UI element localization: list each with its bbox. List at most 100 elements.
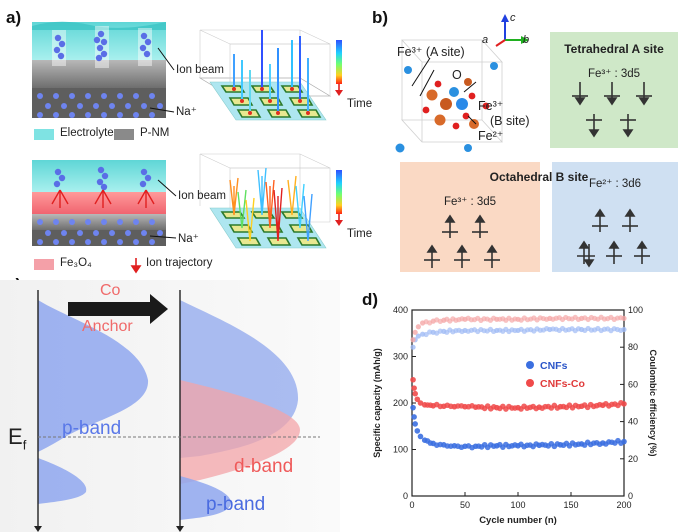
y-tick-label: 400 [393, 305, 408, 315]
ion-beam-label-top: Ion beam [176, 64, 224, 76]
left-p-band-shape [38, 300, 149, 452]
octahedral-site-panel: Octahedral B site [400, 162, 678, 272]
tetrahedral-box [550, 32, 678, 148]
bottom-time-colorbar [336, 170, 342, 214]
data-point [621, 315, 627, 321]
axis-b-label: b [523, 34, 530, 46]
data-point [417, 400, 424, 406]
top-callout-arrows [149, 47, 175, 113]
fermi-subscript: f [22, 437, 27, 453]
fe2-label: Fe²⁺ [478, 129, 504, 143]
panel-b-label: b) [372, 8, 389, 27]
atoms [395, 62, 498, 153]
data-point [410, 344, 416, 350]
bottom-callout-arrows [149, 179, 177, 239]
data-point [410, 404, 416, 411]
data-point [412, 329, 418, 335]
left-p-band-label: p-band [62, 418, 122, 439]
octahedral-b-title: Octahedral B site [489, 170, 589, 184]
y2-tick-label: 60 [628, 379, 638, 389]
bottom-3d-simulation-plot [199, 153, 331, 249]
na-ion-label-top: Na⁺ [176, 106, 197, 118]
data-point [621, 401, 627, 407]
top-time-arrow-icon [335, 84, 343, 96]
y2-tick-label: 100 [628, 305, 643, 315]
legend-electrolyte-label: Electrolyte [60, 127, 114, 139]
legend-electrolyte-swatch [34, 129, 54, 140]
bottom-ion-clusters [53, 166, 152, 191]
panel-a-figure [32, 21, 343, 274]
y2-tick-label: 20 [628, 454, 638, 464]
legend-fe3o4-swatch [34, 259, 54, 270]
legend-trajectory-arrow-icon [130, 258, 142, 274]
legend-marker-CNFs [526, 361, 534, 369]
co-anchor-arrow-icon [68, 294, 168, 324]
data-point [410, 337, 416, 343]
y-tick-label: 100 [393, 445, 408, 455]
data-point [417, 433, 424, 440]
data-point [414, 428, 421, 434]
data-point [414, 396, 421, 403]
data-point [621, 438, 627, 445]
data-point [412, 390, 418, 397]
y2-tick-label: 0 [628, 491, 633, 501]
tetrahedral-spin-arrows [572, 82, 652, 138]
data-point [412, 421, 418, 427]
top-na-ion-grid [37, 93, 163, 118]
octahedral-fe2-spin-arrows [577, 208, 650, 268]
data-point [415, 333, 421, 339]
panel-c-figure [0, 280, 340, 532]
bottom-time-arrow-icon [335, 214, 343, 226]
panel-d-label: d) [362, 290, 379, 309]
data-point [411, 385, 417, 391]
b-site-label: (B site) [490, 114, 530, 128]
octahedral-b-config: Fe³⁺ : 3d5 [443, 196, 497, 208]
octahedral-b-box [400, 162, 540, 272]
x-axis-label: Cycle number (n) [479, 515, 557, 526]
fe3-a-site-label: Fe³⁺ (A site) [397, 45, 465, 59]
time-label-top: Time [347, 98, 373, 110]
x-tick-label: 150 [563, 500, 578, 510]
legend-pnm-swatch [114, 129, 134, 140]
fermi-symbol: E [8, 424, 23, 449]
data-point [621, 326, 627, 333]
y-tick-label: 300 [393, 352, 408, 362]
tetrahedral-config: Fe³⁺ : 3d5 [587, 68, 641, 80]
panel-b-figure [395, 14, 678, 272]
y-axis-label: Specific capacity (mAh/g) [372, 348, 382, 458]
ion-beam-label-bottom: Ion beam [178, 190, 226, 202]
d-band-shape [180, 380, 300, 484]
y2-tick-label: 40 [628, 417, 638, 427]
legend-pnm-label: P-NM [140, 127, 170, 139]
y-tick-label: 0 [403, 491, 408, 501]
axis-a-label: a [482, 34, 489, 46]
octahedral-fe2-box [552, 162, 678, 272]
top-time-colorbar [336, 40, 342, 84]
x-tick-label: 200 [616, 500, 631, 510]
y2-axis-label: Coulombic efficiency (%) [648, 349, 658, 456]
oxygen-label: O [452, 68, 462, 82]
tetrahedral-site-panel: Tetrahedral A site Fe³⁺ : 3d5 [550, 32, 678, 148]
panel-a-label: a) [6, 8, 22, 27]
co-label: Co [100, 282, 121, 299]
x-tick-label: 0 [409, 500, 414, 510]
data-point [415, 324, 421, 330]
legend-label: CNFs-Co [540, 378, 585, 390]
y2-tick-label: 80 [628, 342, 638, 352]
octahedral-fe2-config-wrap: Fe²⁺ : 3d6 [552, 162, 678, 272]
legend-trajectory-label: Ion trajectory [146, 257, 213, 269]
octahedral-b-config-wrap: Fe³⁺ : 3d5 [400, 162, 540, 272]
na-ion-label-bottom: Na⁺ [178, 233, 199, 245]
d-band-label: d-band [234, 456, 294, 477]
crystal-callout-arrows [411, 57, 477, 125]
top-3d-simulation-plot [198, 29, 332, 121]
anchor-label: Anchor [82, 318, 133, 335]
spinel-unit-cell [401, 39, 503, 143]
time-label-bottom: Time [347, 228, 373, 240]
data-point [410, 376, 416, 383]
tetrahedral-title: Tetrahedral A site [564, 42, 664, 56]
right-p-band-lower-shape [180, 476, 231, 520]
ion-trajectory-arrows [51, 189, 155, 208]
bottom-na-ion-grid [37, 219, 163, 245]
